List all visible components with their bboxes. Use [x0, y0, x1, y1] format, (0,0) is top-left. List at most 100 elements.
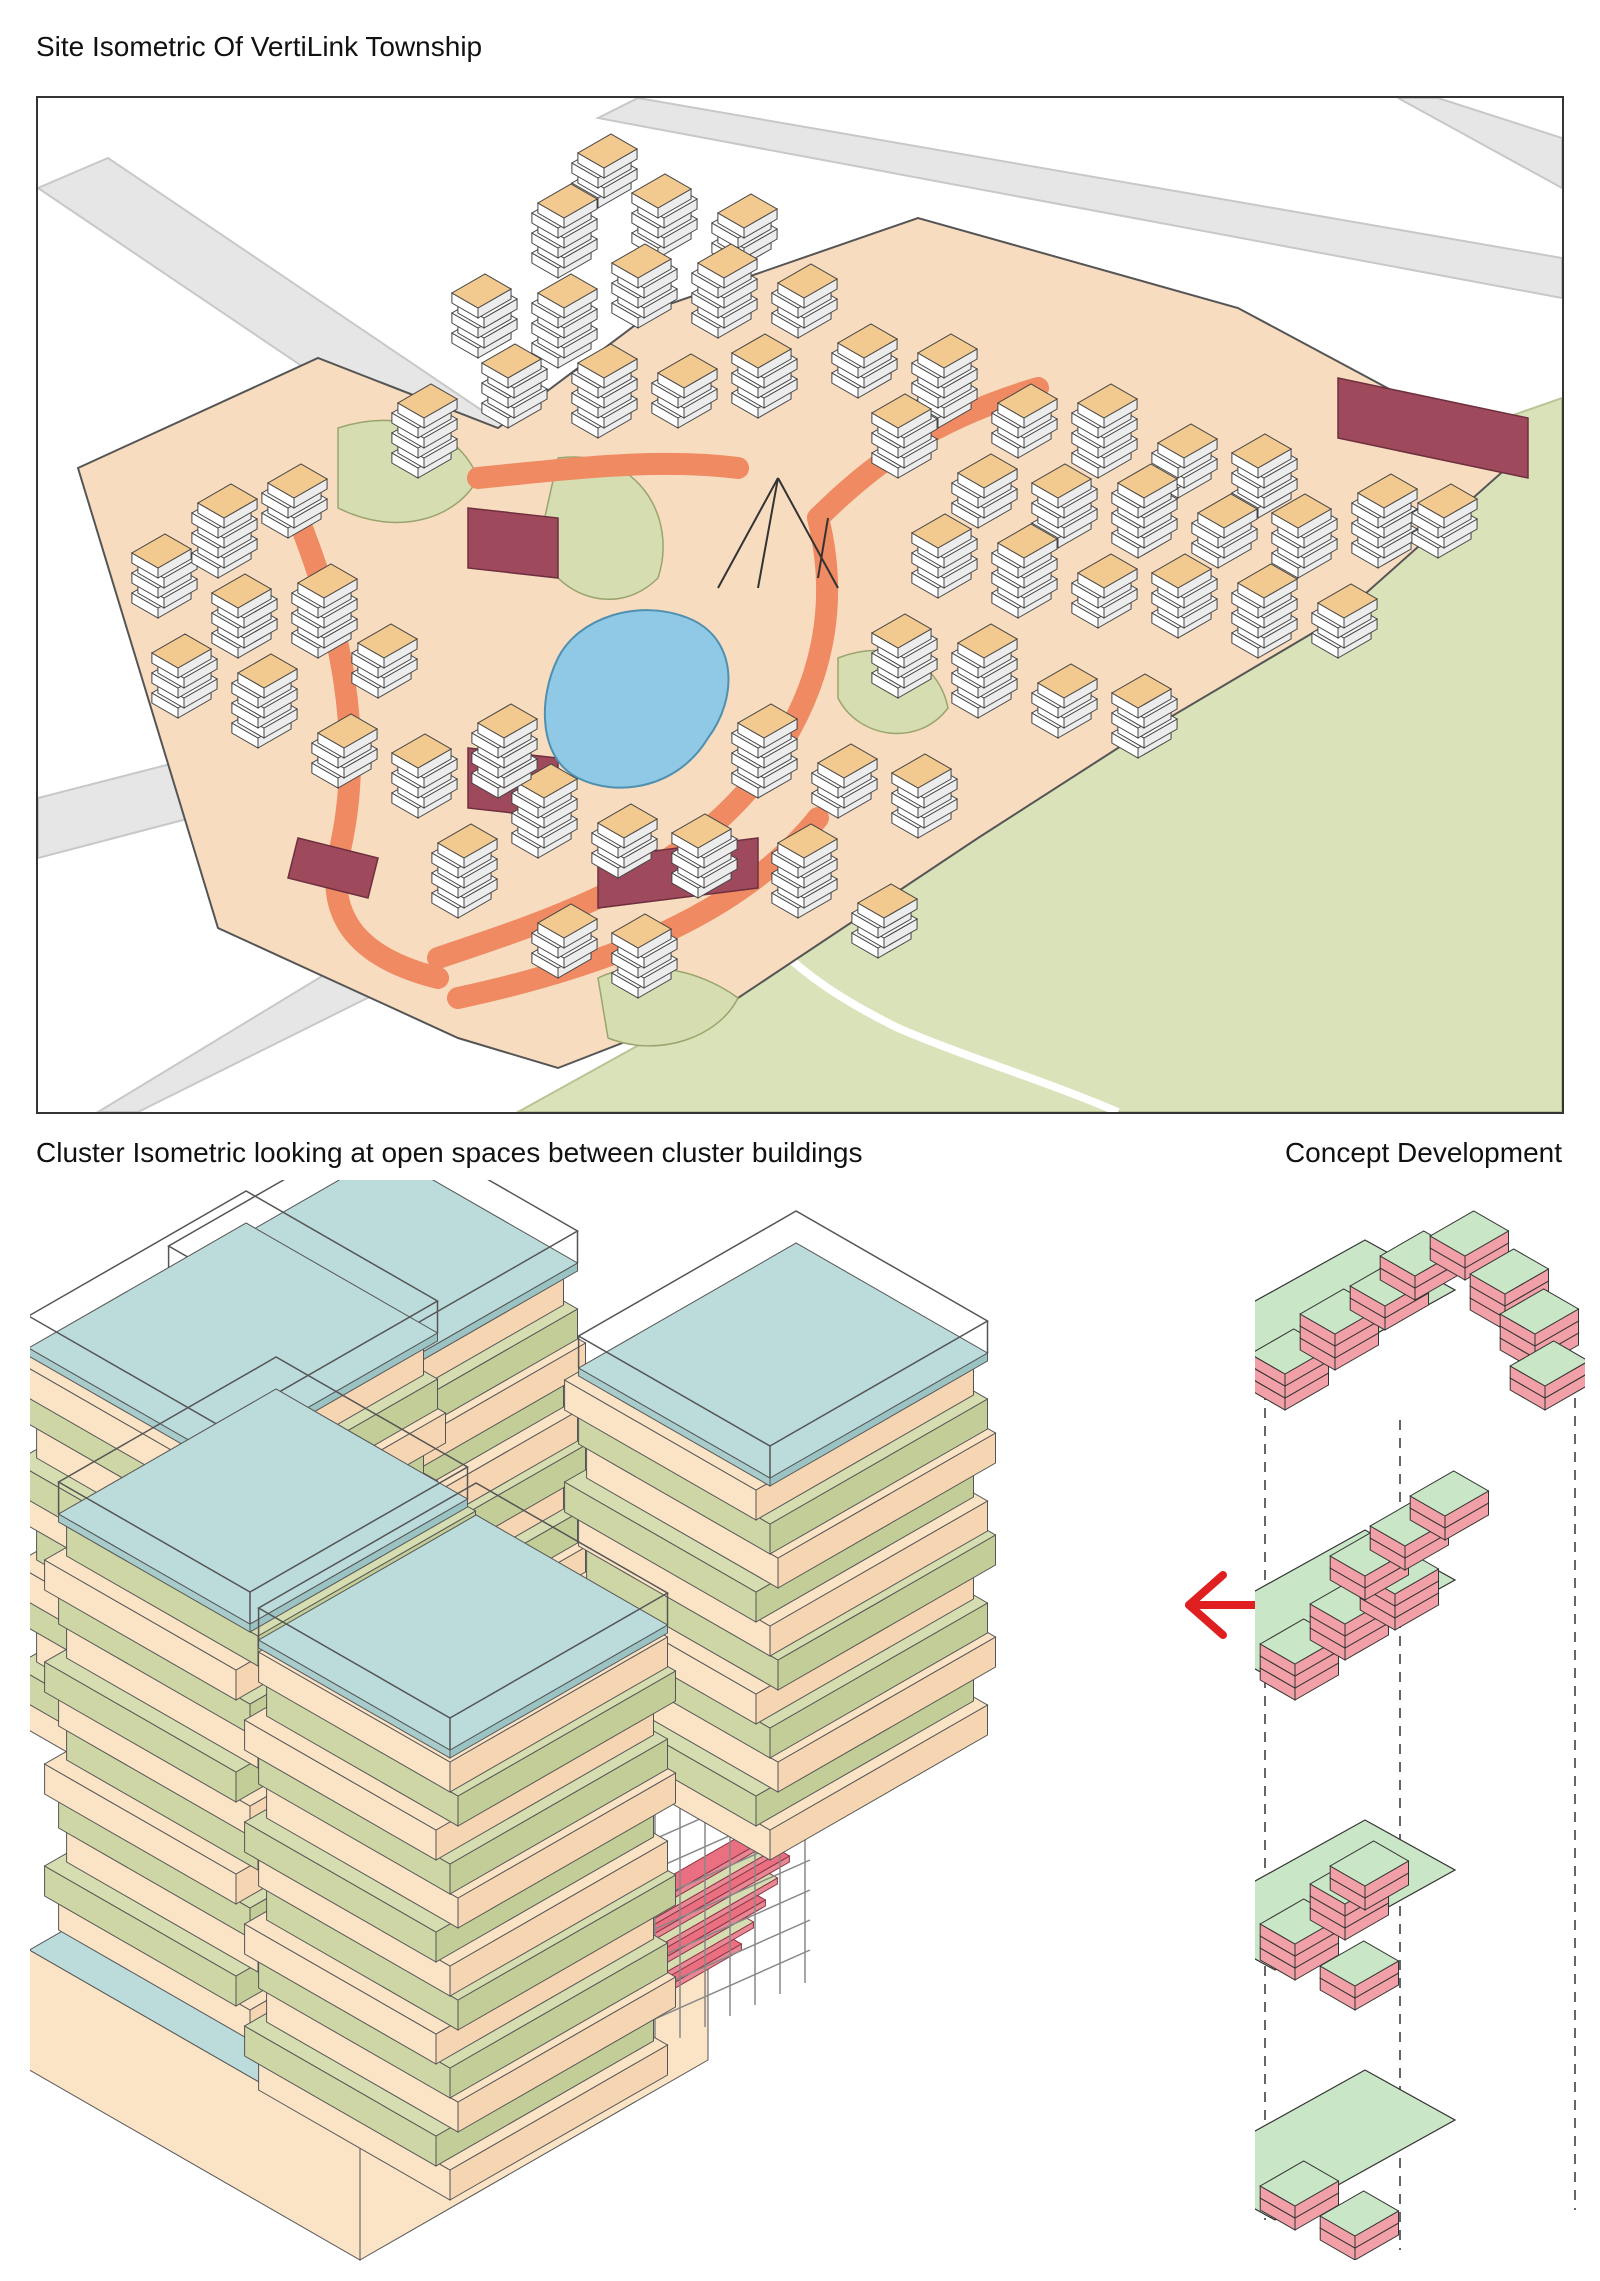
- concept-module: [1319, 1940, 1400, 1999]
- site-tower-floor: [316, 713, 379, 759]
- site-tower-block: [190, 483, 259, 579]
- site-tower-block: [210, 573, 279, 659]
- site-tower-floor: [956, 623, 1019, 669]
- site-tower-floor: [516, 763, 579, 809]
- site-tower-block: [150, 633, 219, 719]
- site-tower-floor: [396, 383, 459, 429]
- site-tower-block: [480, 343, 549, 429]
- concept-module: [1429, 1210, 1510, 1269]
- site-tower-floor: [150, 633, 213, 679]
- residential-tower-blocks: [130, 133, 1479, 999]
- roof-frame-outline: [257, 1482, 670, 1719]
- site-tower-block: [890, 753, 959, 839]
- site-tower-floor: [670, 813, 733, 859]
- site-tower-block: [1230, 563, 1299, 659]
- site-tower-block: [770, 823, 839, 919]
- tower-glass-roof: [257, 1514, 669, 1759]
- site-tower-block: [1310, 583, 1379, 659]
- site-tower-block: [910, 513, 979, 599]
- site-tower-block: [1070, 383, 1139, 479]
- concept-stage-4: [1255, 1210, 1585, 1411]
- site-tower-block: [230, 653, 299, 749]
- site-tower-block: [350, 623, 419, 699]
- concept-stage-3: [1255, 1470, 1490, 1701]
- site-tower-block: [530, 183, 599, 279]
- site-tower-floor: [736, 703, 799, 749]
- site-tower-floor: [996, 383, 1059, 429]
- site-tower-block: [850, 883, 919, 959]
- site-tower-floor: [1236, 563, 1299, 609]
- tower-glass-roof: [57, 1388, 469, 1633]
- site-tower-floor: [956, 453, 1019, 499]
- site-tower-floor: [776, 823, 839, 869]
- site-tower-block: [830, 323, 899, 399]
- site-tower-floor: [1030, 463, 1093, 509]
- site-tower-floor: [1076, 383, 1139, 429]
- central-pond: [543, 609, 730, 789]
- tower-roof-frame: [57, 1356, 470, 1624]
- site-tower-floor: [776, 263, 839, 309]
- site-tower-block: [1110, 673, 1179, 759]
- site-tower-block: [630, 173, 699, 259]
- site-tower-floor: [356, 623, 419, 669]
- site-tower-block: [650, 353, 719, 429]
- tower-glass-roof: [577, 1242, 989, 1487]
- site-tower-floor: [1036, 663, 1099, 709]
- site-tower-floor: [856, 883, 919, 929]
- cable-stay-bridge: [717, 477, 839, 589]
- site-tower-floor: [1196, 493, 1259, 539]
- site-tower-floor: [1416, 483, 1479, 529]
- site-isometric-caption: Site Isometric Of VertiLink Township: [36, 31, 483, 62]
- site-tower-block: [770, 263, 839, 339]
- site-tower-floor: [476, 703, 539, 749]
- cluster-tower-front: [243, 1482, 677, 2201]
- concept-stages: [1255, 1210, 1585, 2260]
- site-tower-floor: [596, 803, 659, 849]
- site-isometric-drawing: [38, 98, 1562, 1112]
- site-tower-block: [570, 343, 639, 439]
- site-tower-floor: [1116, 463, 1179, 509]
- roof-frame-outline: [577, 1210, 990, 1447]
- site-tower-floor: [266, 463, 329, 509]
- concept-module: [1329, 1840, 1410, 1899]
- site-tower-block: [870, 613, 939, 699]
- site-tower-floor: [910, 513, 973, 559]
- site-tower-block: [690, 243, 759, 339]
- concept-module: [1509, 1340, 1585, 1399]
- site-tower-block: [730, 703, 799, 799]
- site-tower-floor: [296, 563, 359, 609]
- cluster-isometric-drawing: [30, 1180, 997, 2261]
- site-tower-block: [810, 743, 879, 819]
- site-tower-block: [610, 913, 679, 999]
- site-tower-floor: [576, 343, 639, 389]
- tower-roof-frame: [257, 1482, 670, 1750]
- site-tower-floor: [1150, 553, 1213, 599]
- site-tower-floor: [916, 333, 979, 379]
- site-tower-block: [1190, 493, 1259, 569]
- site-tower-block: [950, 623, 1019, 719]
- site-tower-block: [1230, 433, 1299, 519]
- site-tower-block: [530, 273, 599, 369]
- concept-development-diagram: [1255, 1210, 1585, 2260]
- site-tower-floor: [450, 273, 513, 319]
- tower-roof-frame: [577, 1210, 990, 1478]
- site-tower-floor: [836, 323, 899, 369]
- roof-frame-outline: [30, 1190, 440, 1427]
- site-tower-block: [1070, 553, 1139, 629]
- cluster-isometric-caption: Cluster Isometric looking at open spaces…: [36, 1137, 863, 1168]
- site-tower-block: [390, 383, 459, 479]
- concept-module: [1409, 1470, 1490, 1529]
- site-tower-floor: [436, 823, 499, 869]
- site-tower-block: [430, 823, 499, 919]
- site-tower-floor: [1076, 553, 1139, 599]
- site-tower-floor: [870, 393, 933, 439]
- concept-module: [1319, 2190, 1400, 2249]
- site-tower-floor: [536, 903, 599, 949]
- site-tower-block: [610, 243, 679, 329]
- concept-module: [1469, 1248, 1550, 1307]
- concept-development-caption: Concept Development: [1284, 1137, 1562, 1168]
- site-tower-block: [990, 383, 1059, 459]
- site-tower-block: [990, 523, 1059, 619]
- site-tower-block: [290, 563, 359, 659]
- cluster-towers: [30, 1180, 997, 2201]
